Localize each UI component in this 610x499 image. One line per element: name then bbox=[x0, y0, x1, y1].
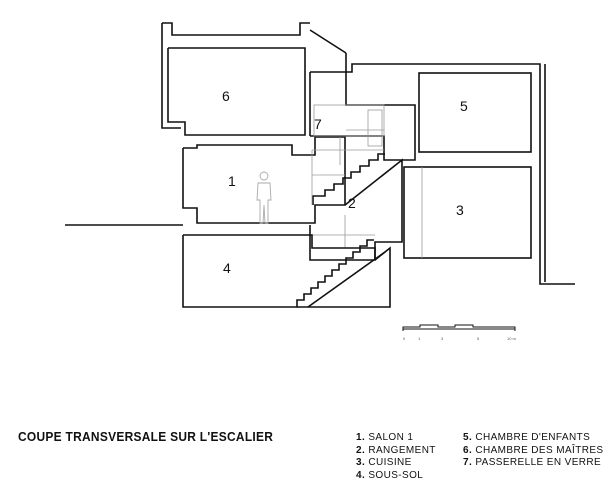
scale-tick-0: 0 bbox=[403, 336, 406, 341]
room-4-outline bbox=[182, 234, 391, 308]
legend-item: 2. RANGEMENT bbox=[356, 445, 436, 458]
legend-item-number: 2. bbox=[356, 444, 366, 456]
legend-item: 1. SALON 1 bbox=[356, 432, 436, 445]
scale-tick-3: 5 bbox=[477, 336, 480, 341]
room-3-outline bbox=[403, 166, 532, 259]
legend-item-label: PASSERELLE EN VERRE bbox=[475, 457, 602, 468]
scale-bar: 0 1 3 5 10 m bbox=[402, 324, 517, 341]
person-figure-icon bbox=[256, 171, 272, 224]
legend-item: 4. SOUS-SOL bbox=[356, 470, 436, 483]
legend-item: 3. CUISINE bbox=[356, 457, 436, 470]
scale-tick-4: 10 m bbox=[507, 336, 517, 341]
legend-item-label: SALON 1 bbox=[368, 432, 414, 443]
upper-stair bbox=[312, 153, 385, 205]
legend-column-1: 1. SALON 1 2. RANGEMENT 3. CUISINE 4. SO… bbox=[356, 432, 436, 482]
legend-item: 5. CHAMBRE D'ENFANTS bbox=[463, 432, 604, 445]
room-label-1: 1 bbox=[228, 173, 236, 189]
glass-footbridge bbox=[313, 104, 385, 147]
room-label-5: 5 bbox=[460, 98, 468, 114]
legend-item-number: 7. bbox=[463, 457, 473, 468]
legend-item-number: 6. bbox=[463, 444, 473, 456]
legend-column-2: 5. CHAMBRE D'ENFANTS 6. CHAMBRE DES MAÎT… bbox=[463, 432, 604, 470]
stair-guide-lines bbox=[311, 137, 384, 249]
room-label-7: 7 bbox=[314, 116, 322, 132]
drawing-title: COUPE TRANSVERSALE SUR L'ESCALIER bbox=[18, 429, 274, 444]
scale-tick-1: 1 bbox=[418, 336, 421, 341]
legend-item-number: 3. bbox=[356, 457, 366, 468]
room-2-outline bbox=[309, 158, 403, 261]
legend-item-label: SOUS-SOL bbox=[368, 469, 424, 481]
room-6-outline bbox=[167, 47, 306, 136]
legend-item-number: 4. bbox=[356, 469, 366, 481]
building-envelope bbox=[161, 22, 546, 285]
legend-item-number: 1. bbox=[356, 432, 366, 443]
room-label-6: 6 bbox=[222, 88, 230, 104]
scale-tick-2: 3 bbox=[441, 336, 444, 341]
legend-item: 6. CHAMBRE DES MAÎTRES bbox=[463, 445, 604, 458]
room-5-outline bbox=[418, 72, 532, 153]
legend-item-label: CUISINE bbox=[368, 457, 412, 468]
room-label-4: 4 bbox=[223, 260, 231, 276]
room-label-3: 3 bbox=[456, 202, 464, 218]
legend-item-label: CHAMBRE D'ENFANTS bbox=[475, 432, 591, 443]
legend-item-label: CHAMBRE DES MAÎTRES bbox=[475, 444, 604, 456]
legend-item-label: RANGEMENT bbox=[368, 444, 436, 456]
legend-item: 7. PASSERELLE EN VERRE bbox=[463, 457, 604, 470]
ground-lines bbox=[65, 224, 575, 285]
room-1-outline bbox=[182, 136, 346, 224]
room-7-outline bbox=[309, 71, 416, 161]
room-label-2: 2 bbox=[348, 195, 356, 211]
legend-item-number: 5. bbox=[463, 432, 473, 443]
